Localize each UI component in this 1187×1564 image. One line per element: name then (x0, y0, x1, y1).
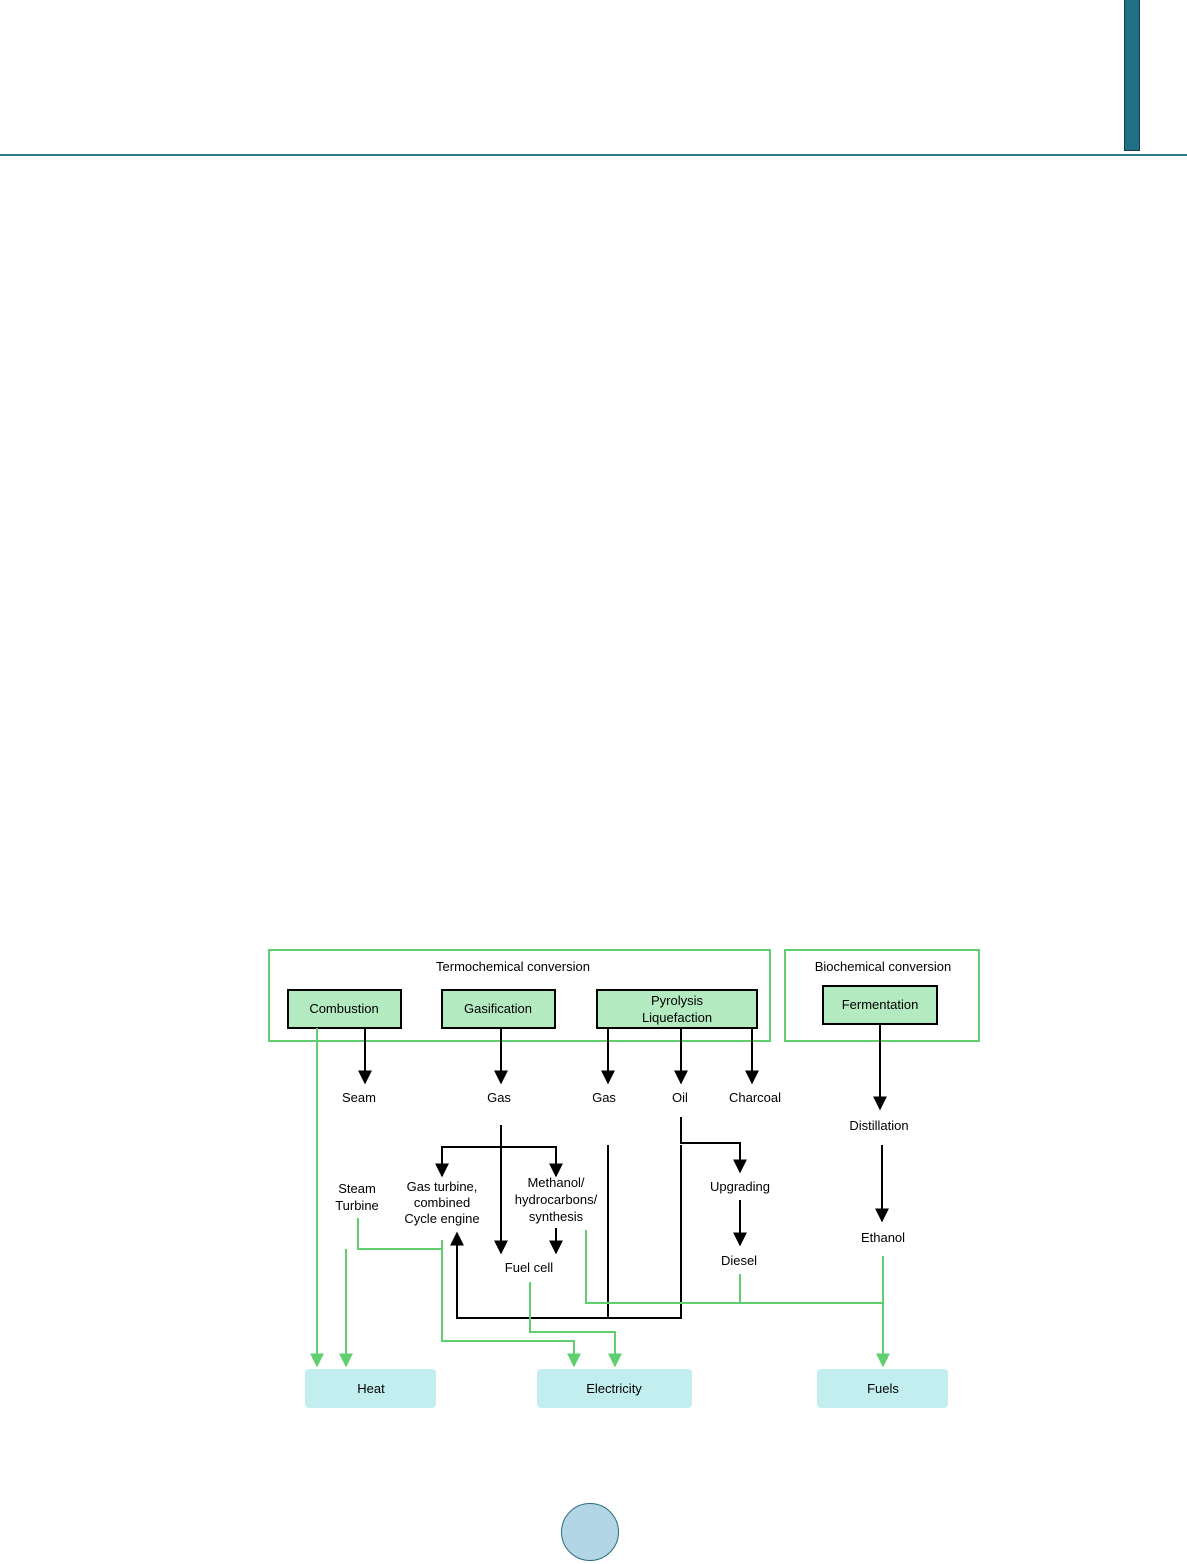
steam-turbine-label-line1: Steam (338, 1181, 376, 1196)
biochemical-group-frame (784, 949, 980, 1042)
black-flow-lines (358, 1024, 889, 1319)
page-number-badge (561, 1503, 619, 1561)
distillation-label: Distillation (849, 1118, 908, 1133)
header-tab-marker (1124, 0, 1140, 151)
seam-label: Seam (342, 1090, 376, 1105)
fermentation-label: Fermentation (842, 997, 919, 1012)
oil-label: Oil (672, 1090, 688, 1105)
green-flow-lines (310, 1028, 890, 1368)
combustion-label: Combustion (309, 1001, 378, 1016)
electricity-output-label: Electricity (586, 1381, 642, 1396)
methanol-label-line1: Methanol/ (527, 1175, 584, 1190)
thermochemical-group-label: Termochemical conversion (436, 959, 590, 974)
fuels-output-label: Fuels (867, 1381, 899, 1396)
fuel-cell-label: Fuel cell (505, 1260, 554, 1275)
ethanol-label: Ethanol (861, 1230, 905, 1245)
header-divider (0, 154, 1187, 156)
diesel-label: Diesel (721, 1253, 757, 1268)
gasification-label: Gasification (464, 1001, 532, 1016)
heat-output-box (305, 1369, 436, 1408)
steam-turbine-label-line2: Turbine (335, 1198, 379, 1213)
pyrolysis-label-line2: Liquefaction (642, 1010, 712, 1025)
pyrolysis-box (596, 989, 758, 1029)
heat-output-label: Heat (357, 1381, 385, 1396)
fuels-output-box (817, 1369, 948, 1408)
methanol-label-line3: synthesis (529, 1209, 584, 1224)
gas-turbine-label-line2: combined (414, 1195, 470, 1210)
gas-label-gasification: Gas (487, 1090, 511, 1105)
gas-label-pyrolysis: Gas (592, 1090, 616, 1105)
gas-turbine-label-line3: Cycle engine (404, 1211, 479, 1226)
gas-turbine-label-line1: Gas turbine, (407, 1179, 478, 1194)
thermochemical-group-frame (268, 949, 771, 1042)
methanol-label-line2: hydrocarbons/ (515, 1192, 598, 1207)
charcoal-label: Charcoal (729, 1090, 781, 1105)
upgrading-label: Upgrading (710, 1179, 770, 1194)
gasification-box (441, 989, 556, 1029)
electricity-output-box (537, 1369, 692, 1408)
combustion-box (287, 989, 402, 1029)
biochemical-group-label: Biochemical conversion (815, 959, 952, 974)
pyrolysis-label-line1: Pyrolysis (651, 993, 704, 1008)
